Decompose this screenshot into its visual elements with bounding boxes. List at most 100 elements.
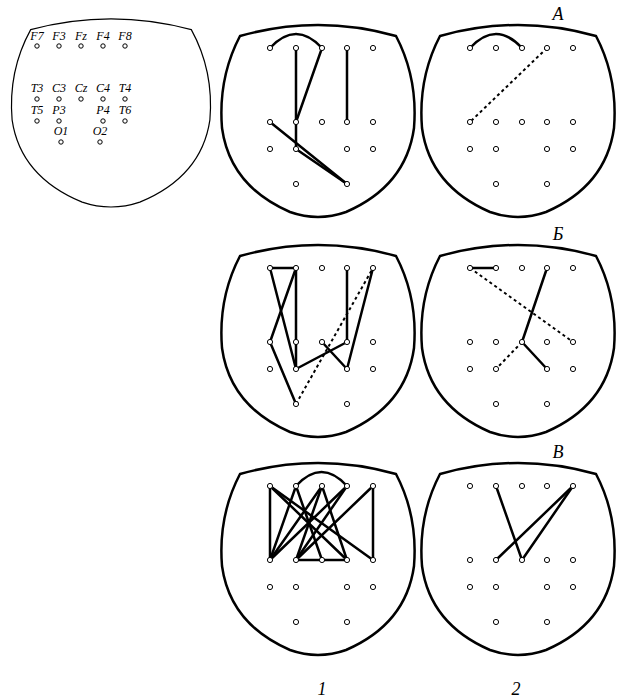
coherence-link — [270, 267, 296, 270]
coherence-link — [346, 48, 349, 122]
electrode-dot — [123, 44, 127, 48]
coherence-link — [470, 48, 547, 122]
panel-label: А — [553, 5, 564, 23]
electrode-dot — [544, 45, 549, 50]
electrode-dot — [544, 401, 549, 406]
electrode-dot — [293, 45, 298, 50]
electrode-dot — [344, 557, 349, 562]
coherence-link — [296, 48, 322, 122]
electrode-dot — [570, 584, 575, 589]
electrode-dot — [123, 97, 127, 101]
electrode-dot — [370, 45, 375, 50]
coherence-link — [296, 486, 373, 560]
electrode-dot — [293, 339, 298, 344]
electrode-dot — [493, 119, 498, 124]
electrode-dot — [59, 140, 63, 144]
electrode-dot — [370, 146, 375, 151]
coherence-link — [496, 342, 522, 369]
electrode-dot — [544, 557, 549, 562]
electrode-dot — [370, 483, 375, 488]
electrode-dot — [293, 584, 298, 589]
electrode-label: F8 — [118, 30, 131, 42]
electrode-dot — [293, 119, 298, 124]
coherence-link — [346, 268, 349, 342]
electrode-label: P3 — [52, 104, 65, 116]
electrode-dot — [519, 45, 524, 50]
electrode-dot — [467, 45, 472, 50]
electrode-dot — [101, 119, 105, 123]
electrode-dot — [267, 265, 272, 270]
electrode-dot — [493, 557, 498, 562]
electrode-dot — [293, 181, 298, 186]
electrode-dot — [467, 366, 472, 371]
electrode-dot — [493, 45, 498, 50]
coherence-link — [270, 342, 296, 404]
electrode-dot — [267, 584, 272, 589]
electrode-dot — [544, 146, 549, 151]
electrode-dot — [35, 119, 39, 123]
electrode-dot — [570, 483, 575, 488]
electrode-dot — [467, 339, 472, 344]
electrode-label: O2 — [93, 125, 108, 137]
electrode-dot — [98, 140, 102, 144]
coherence-link — [296, 486, 322, 560]
electrode-dot — [544, 619, 549, 624]
coherence-link — [322, 342, 347, 369]
electrode-dot — [467, 146, 472, 151]
electrode-dot — [519, 119, 524, 124]
electrode-label: F4 — [96, 30, 109, 42]
electrode-dot — [570, 265, 575, 270]
electrode-dot — [267, 366, 272, 371]
electrode-dot — [344, 45, 349, 50]
electrode-dot — [344, 339, 349, 344]
electrode-dot — [293, 366, 298, 371]
coherence-link — [372, 486, 375, 560]
electrode-dot — [467, 483, 472, 488]
electrode-dot — [293, 483, 298, 488]
electrode-dot — [344, 119, 349, 124]
head-outline — [421, 25, 614, 217]
panel-label: 1 — [318, 680, 327, 698]
electrode-label: F7 — [30, 30, 43, 42]
electrode-dot — [467, 265, 472, 270]
electrode-dot — [519, 557, 524, 562]
electrode-dot — [370, 557, 375, 562]
head-outline — [421, 463, 614, 655]
electrode-dot — [519, 265, 524, 270]
electrode-dot — [544, 483, 549, 488]
electrode-dot — [293, 619, 298, 624]
electrode-label: Fz — [75, 30, 87, 42]
electrode-dot — [570, 45, 575, 50]
electrode-dot — [519, 483, 524, 488]
electrode-dot — [319, 119, 324, 124]
coherence-link — [270, 486, 373, 560]
electrode-dot — [101, 97, 105, 101]
coherence-link — [470, 267, 496, 270]
coherence-link — [522, 342, 547, 369]
electrode-label: P4 — [96, 104, 109, 116]
electrode-dot — [370, 119, 375, 124]
electrode-dot — [344, 584, 349, 589]
coherence-link — [270, 122, 347, 184]
electrode-dot — [493, 146, 498, 151]
electrode-dot — [570, 557, 575, 562]
electrode-dot — [370, 265, 375, 270]
coherence-link — [296, 149, 347, 184]
electrode-dot — [544, 366, 549, 371]
electrode-dot — [370, 584, 375, 589]
electrode-dot — [293, 401, 298, 406]
electrode-dot — [57, 44, 61, 48]
electrode-dot — [319, 265, 324, 270]
electrode-dot — [570, 119, 575, 124]
head-outline — [11, 19, 210, 207]
coherence-link — [496, 486, 573, 560]
coherence-link — [296, 342, 347, 369]
electrode-dot — [493, 483, 498, 488]
coherence-link — [269, 486, 272, 560]
electrode-dot — [344, 483, 349, 488]
coherence-link — [270, 268, 296, 342]
electrode-dot — [493, 181, 498, 186]
electrode-dot — [319, 339, 324, 344]
